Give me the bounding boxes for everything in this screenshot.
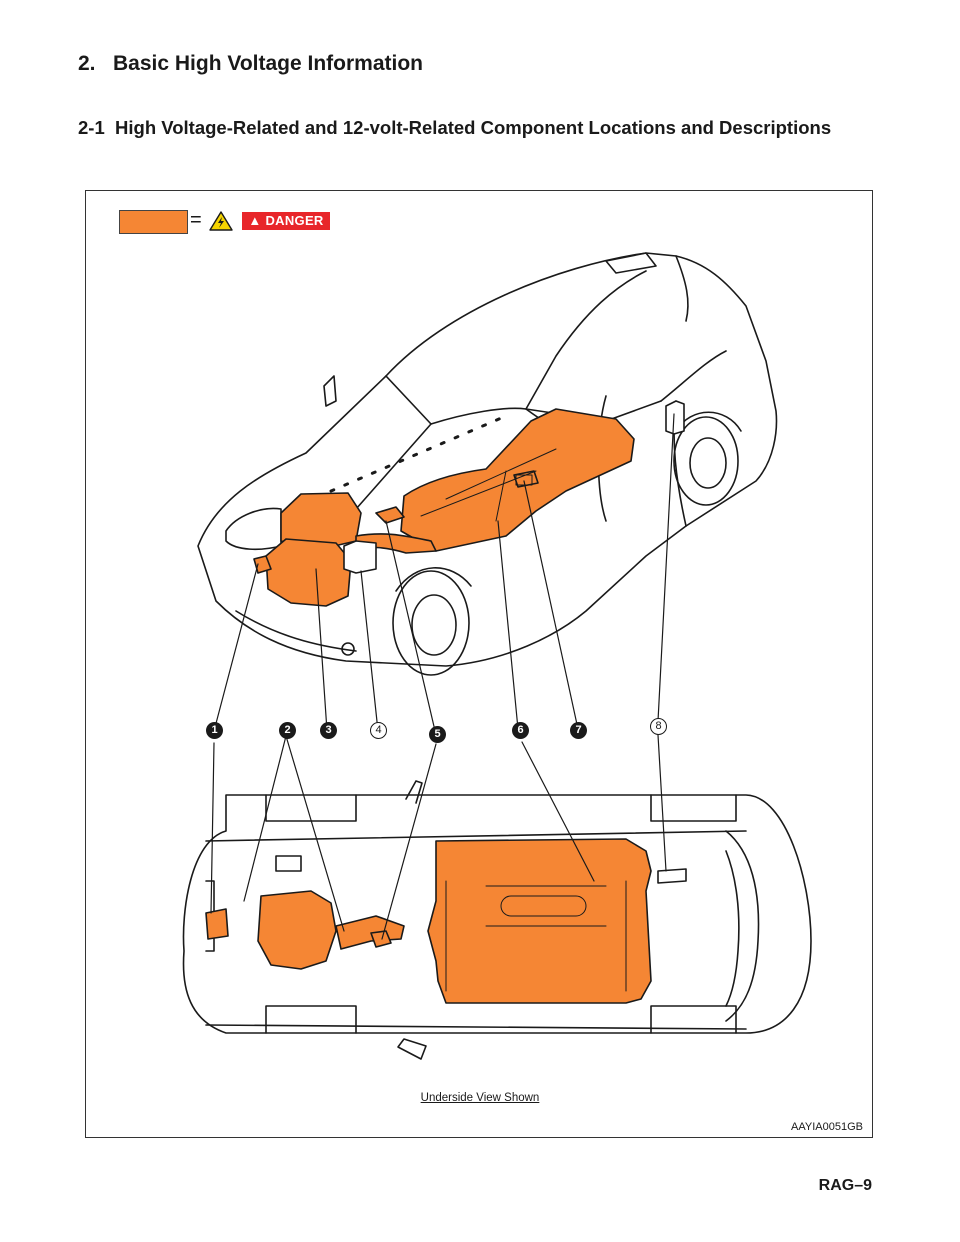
vehicle-illustration (182, 252, 812, 1060)
callout-1: 1 (206, 722, 223, 739)
car-perspective-body (197, 252, 778, 676)
callout-3: 3 (320, 722, 337, 739)
callout-6: 6 (512, 722, 529, 739)
high-voltage-legend-swatch (119, 210, 188, 234)
component-location-figure: = ▲ DANGER 1 2 3 4 5 6 7 8 Underside Vie… (85, 190, 873, 1138)
danger-label: ▲ DANGER (242, 212, 330, 230)
car-underside-body (182, 780, 812, 1060)
callout-8: 8 (650, 718, 667, 735)
underside-view-caption: Underside View Shown (420, 1092, 540, 1104)
hv-components-underside (205, 838, 652, 1004)
callout-5: 5 (429, 726, 446, 743)
danger-text: DANGER (265, 213, 324, 228)
danger-triangle-icon: ▲ (248, 213, 262, 228)
page-number: RAG–9 (818, 1177, 872, 1194)
section-heading: 2. Basic High Voltage Information (78, 52, 423, 75)
hv-components-perspective (253, 408, 635, 607)
subsection-heading: 2-1 High Voltage-Related and 12-volt-Rel… (78, 117, 832, 138)
figure-code: AAYIA0051GB (791, 1121, 863, 1133)
legend-equals-sign: = (190, 209, 202, 231)
callout-4: 4 (370, 722, 387, 739)
callout-2: 2 (279, 722, 296, 739)
callout-7: 7 (570, 722, 587, 739)
